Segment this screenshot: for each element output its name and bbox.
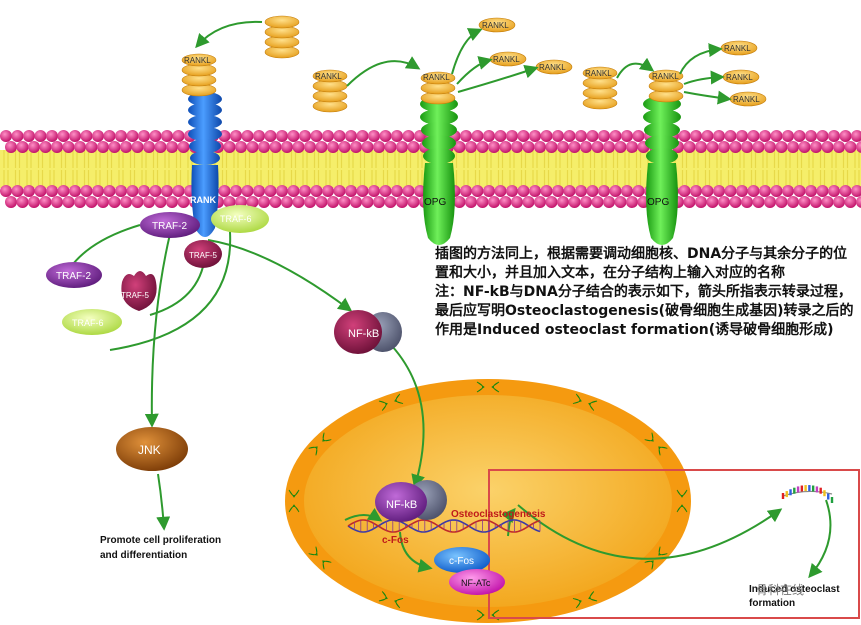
rankl-stack-bound-rank [181, 53, 217, 97]
nfkb-nucleus-label: NF-kB [386, 499, 417, 511]
nfatc-protein-label: NF-ATc [461, 578, 491, 588]
rankl-stack-free-left [312, 69, 348, 113]
arrow-to-jnk [144, 233, 171, 428]
induced-label-line1: Induced osteoclast [749, 584, 840, 595]
traf6-bound-label: TRAF-6 [220, 214, 252, 224]
rankl-label-o2c: RANKL [733, 95, 760, 104]
rankl-label-opg2: RANKL [652, 72, 679, 81]
traf2-free [46, 262, 102, 288]
traf2-free-label: TRAF-2 [56, 271, 91, 282]
arrow-rankl-to-opg2 [616, 57, 655, 79]
arrow-transcription [501, 507, 516, 537]
arrow-opg1-rankl-c [457, 64, 539, 93]
note-paragraph-1: 插图的方法同上，根据需要调动细胞核、DNA分子与其余分子的位置和大小，并且加入文… [435, 246, 848, 281]
rankl-stack-opg2 [648, 69, 684, 103]
rankl-label-bound-rank: RANKL [184, 56, 211, 65]
dna-helix [347, 519, 541, 533]
nfkb-cytoplasm-label: NF-kB [348, 328, 379, 340]
arrow-rankl-to-rank [195, 20, 263, 49]
rankl-label-o1c: RANKL [539, 63, 566, 72]
line-traf2-left [69, 224, 141, 269]
rankl-free-opg1 [478, 17, 573, 75]
mrna-strand [781, 485, 834, 503]
rankl-stack-free-top [264, 15, 300, 59]
traf5-free [121, 271, 157, 311]
traf6-free-label: TRAF-6 [72, 318, 104, 328]
rankl-label-o2a: RANKL [724, 44, 751, 53]
promote-label-line1: Promote cell proliferation [100, 535, 221, 546]
line-traf6-curve [109, 231, 232, 351]
promote-label-line2: and differentiation [100, 550, 187, 561]
rankl-label-opg1: RANKL [423, 73, 450, 82]
annotation-note: 插图的方法同上，根据需要调动细胞核、DNA分子与其余分子的位置和大小，并且加入文… [435, 245, 861, 340]
rankl-label-o1b: RANKL [493, 55, 520, 64]
rankl-label-o2b: RANKL [726, 73, 753, 82]
traf5-bound-label: TRAF-5 [189, 251, 218, 260]
traf6-free [62, 309, 122, 335]
arrow-mrna-to-formation [808, 499, 832, 579]
arrow-cfos-to-nfatc [399, 531, 433, 573]
traf2-bound [140, 212, 200, 238]
opg-2 [643, 96, 681, 245]
arrows [69, 20, 832, 579]
rankl-stack-opg1 [420, 71, 456, 105]
note-paragraph-2: 注：NF-kB与DNA分子结合的表示如下，箭头所指表示转录过程，最后应写明Ost… [435, 284, 854, 338]
arrow-opg2-rankl-b [683, 70, 725, 85]
opg-label-2: OPG [647, 197, 669, 208]
traf2-bound-label: TRAF-2 [152, 221, 187, 232]
nfkb-cytoplasm [334, 310, 402, 354]
traf5-bound [184, 240, 222, 268]
cfos-gene-label: c-Fos [382, 535, 409, 546]
arrow-to-nfkb [207, 239, 353, 312]
watermark: 骨科在线 [756, 583, 805, 597]
rank-label: RANK [190, 195, 216, 205]
arrow-opg2-rankl-c [683, 90, 732, 105]
arrow-into-dna [344, 507, 383, 522]
opg-label-1: OPG [424, 197, 446, 208]
traf5-free-label: TRAF-5 [121, 291, 150, 300]
rankl-label-o1a: RANKL [482, 21, 509, 30]
arrow-nfkb-to-nucleus [391, 345, 425, 489]
cfos-protein [434, 547, 490, 573]
cfos-protein-label: c-Fos [449, 556, 474, 567]
rankl-label-free-right: RANKL [585, 69, 612, 78]
arrow-jnk-to-promote [156, 473, 171, 531]
arrow-opg1-rankl-a [451, 28, 483, 75]
arrow-opg1-rankl-b [456, 56, 493, 85]
nfkb-nucleus [375, 480, 447, 522]
opg-1 [420, 96, 458, 245]
jnk [116, 427, 188, 471]
induced-label-line2: formation [749, 598, 795, 609]
rankl-label-free-left: RANKL [315, 72, 342, 81]
arrow-rankl-to-opg1 [346, 56, 421, 87]
rankl-free-opg2 [720, 40, 767, 107]
highlight-box [488, 469, 860, 619]
nfatc-protein [449, 569, 505, 595]
jnk-label: JNK [138, 443, 161, 457]
arrow-opg2-rankl-a [679, 43, 723, 75]
osteoclastogenesis-label: Osteoclastogenesis [451, 509, 546, 520]
traf6-bound [211, 205, 269, 233]
rankl-stack-free-right [582, 66, 618, 110]
arrow-gene-to-mrna [517, 504, 783, 560]
